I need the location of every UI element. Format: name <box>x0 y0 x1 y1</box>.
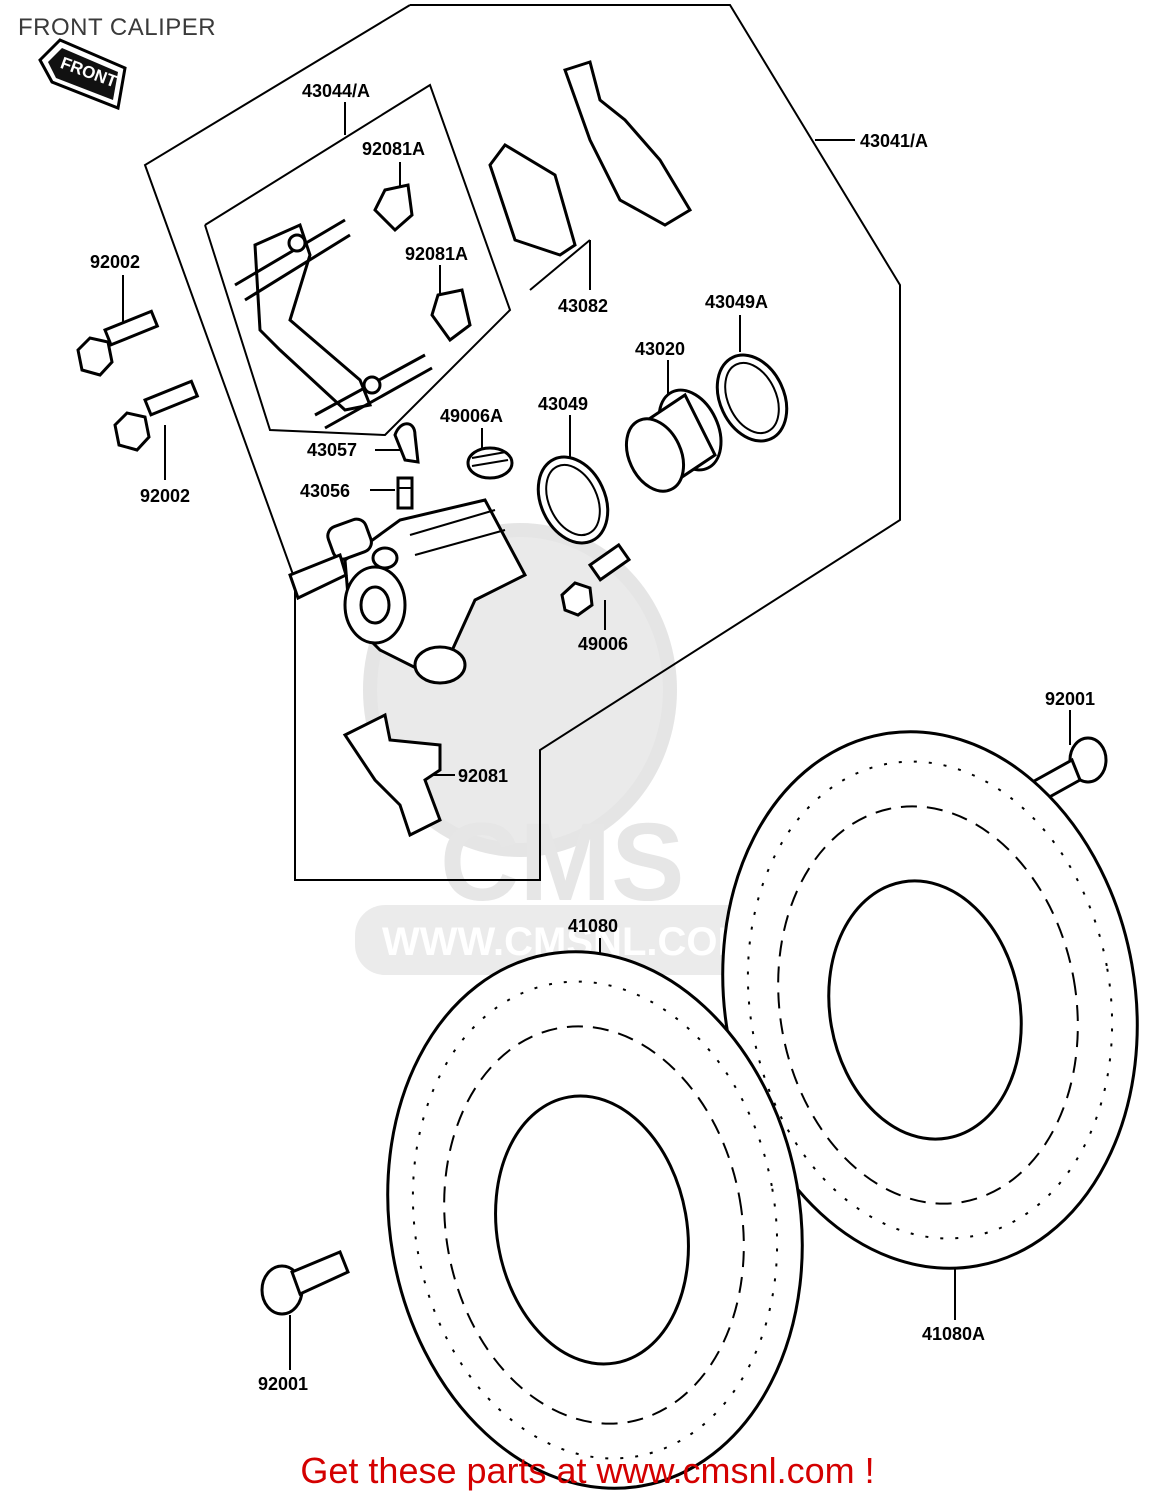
bracket-outline-43044A <box>204 83 512 437</box>
cap-43057 <box>393 422 420 464</box>
clip-92081A-lower <box>430 288 472 343</box>
label-43041A: 43041/A <box>860 131 928 151</box>
bleeder-valve-43056 <box>396 476 414 510</box>
label-49006: 49006 <box>578 634 628 654</box>
label-43044A: 43044/A <box>302 81 370 101</box>
label-49006A: 49006A <box>440 406 503 426</box>
seal-43049 <box>536 455 610 545</box>
bolt-92001-left <box>260 552 350 1316</box>
brake-disc-41080 <box>386 950 804 1490</box>
label-92002-lower: 92002 <box>140 486 190 506</box>
brake-disc-41080A <box>721 730 1139 1270</box>
watermark-badge: CMS <box>440 801 684 924</box>
page-title: FRONT CALIPER <box>18 14 217 41</box>
boot-49006A <box>466 446 514 480</box>
caliper-bracket <box>234 218 433 430</box>
seal-43049A <box>715 353 789 443</box>
label-43049: 43049 <box>538 394 588 414</box>
label-43082: 43082 <box>558 296 608 316</box>
footer-link-text[interactable]: Get these parts at www.cmsnl.com ! <box>300 1450 875 1491</box>
clip-92081A-upper <box>373 183 414 233</box>
label-43057: 43057 <box>307 440 357 460</box>
label-92001-right: 92001 <box>1045 689 1095 709</box>
label-92081A-lower: 92081A <box>405 244 468 264</box>
label-92001-left: 92001 <box>258 1374 308 1394</box>
bolt-49006 <box>560 542 632 617</box>
label-43049A: 43049A <box>705 292 768 312</box>
bolt-92002-upper <box>76 309 160 377</box>
label-43020: 43020 <box>635 339 685 359</box>
front-direction-tag: FRONT <box>38 38 127 111</box>
caliper-body <box>326 498 528 685</box>
spring-clip-92081 <box>342 712 442 838</box>
label-41080A: 41080A <box>922 1324 985 1344</box>
label-41080: 41080 <box>568 916 618 936</box>
label-92081: 92081 <box>458 766 508 786</box>
piston-43020 <box>624 388 723 493</box>
label-92002-upper: 92002 <box>90 252 140 272</box>
label-43056: 43056 <box>300 481 350 501</box>
label-92081A-upper: 92081A <box>362 139 425 159</box>
assembly-outline-43041A <box>143 4 901 881</box>
brake-pads-43082 <box>488 60 693 257</box>
bolt-92002-lower <box>113 379 200 452</box>
